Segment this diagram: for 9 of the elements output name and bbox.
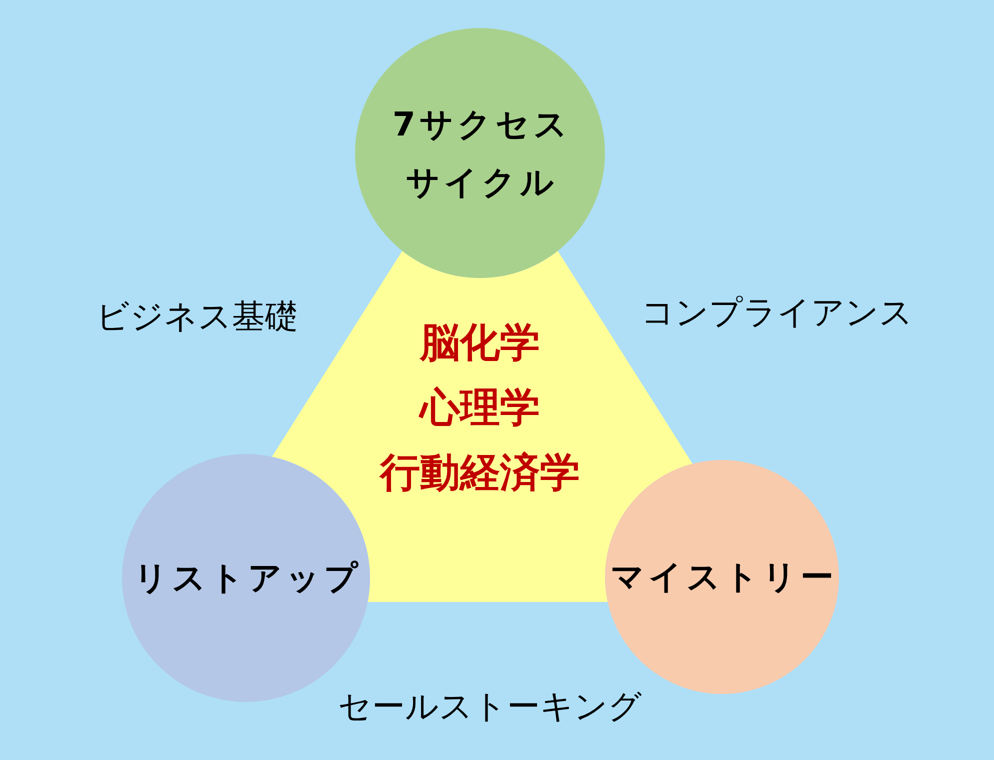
- circle-label: マイストリー: [610, 556, 838, 598]
- topic-label: 脳化学: [420, 320, 540, 366]
- circle-label: リストアップ: [133, 557, 363, 600]
- side-label: セールストーキング: [338, 686, 642, 728]
- side-label: コンプライアンス: [641, 292, 913, 334]
- topic-label: 行動経済学: [380, 450, 580, 496]
- topic-label: 心理学: [420, 385, 540, 431]
- side-label: ビジネス基礎: [96, 296, 298, 338]
- circle-label: 7サクセスサイクル: [392, 103, 572, 203]
